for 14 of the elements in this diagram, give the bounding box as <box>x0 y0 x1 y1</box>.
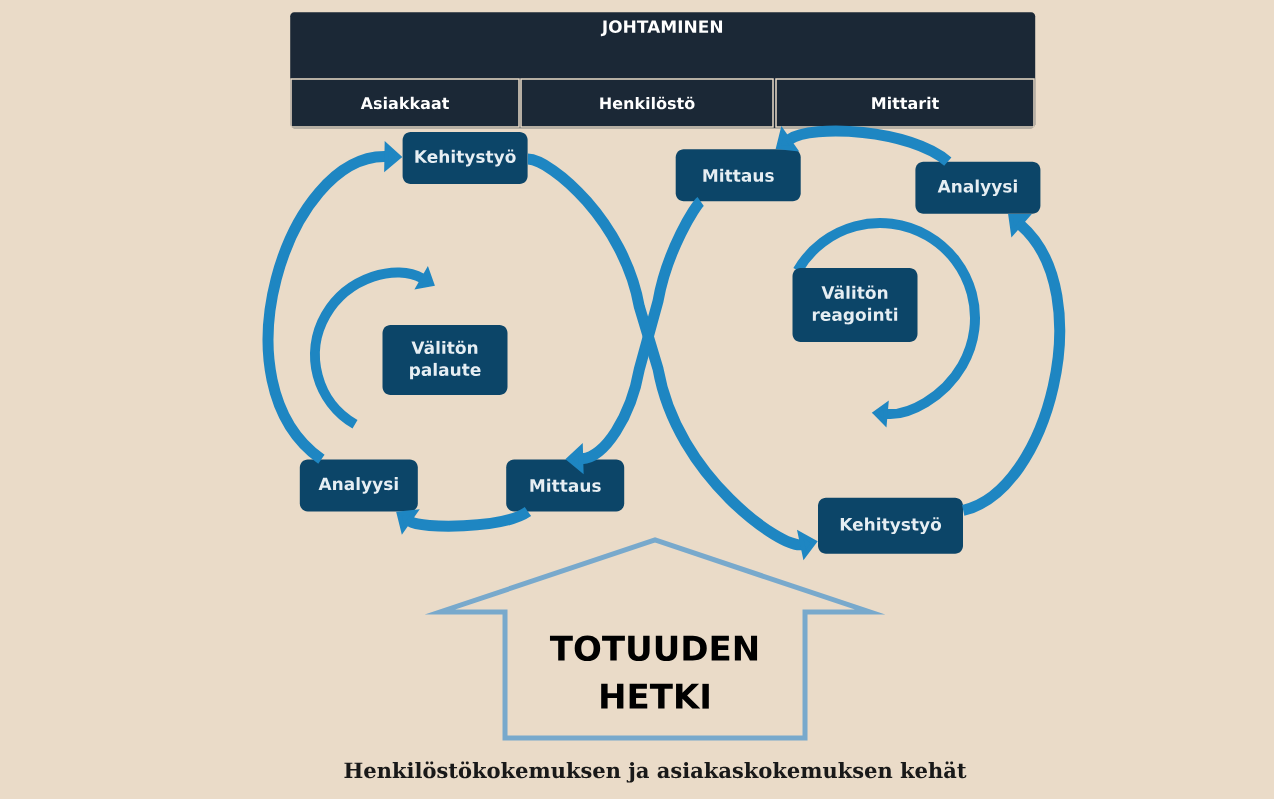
process-box: Mittaus <box>506 459 625 512</box>
arrow <box>396 506 531 535</box>
header-cell: Henkilöstö <box>520 78 774 128</box>
caption: Henkilöstökokemuksen ja asiakaskokemuksen kehät <box>344 761 967 783</box>
process-box: Analyysi <box>915 161 1041 214</box>
process-box: Kehitystyö <box>402 132 528 184</box>
header-cell: Asiakkaat <box>290 78 520 128</box>
header-cell: Mittarit <box>775 78 1035 128</box>
process-box: Kehitystyö <box>818 497 963 554</box>
process-box: Mittaus <box>675 149 801 202</box>
process-box: Analyysi <box>299 459 418 512</box>
arrow <box>961 214 1066 516</box>
process-box: Välitön palaute <box>382 325 508 395</box>
process-box: Välitön reagointi <box>792 268 918 342</box>
